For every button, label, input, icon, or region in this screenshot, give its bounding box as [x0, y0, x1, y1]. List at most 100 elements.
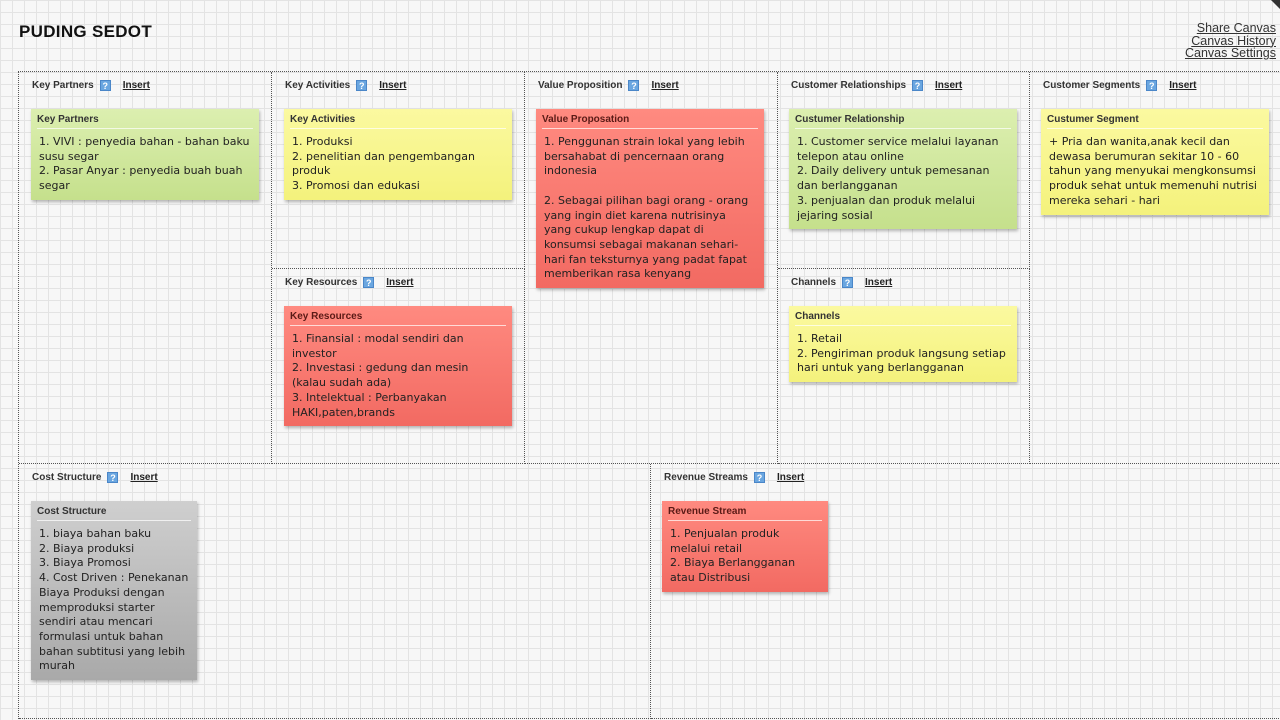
help-icon[interactable]: ? [842, 277, 854, 288]
note-title: Key Partners [37, 114, 253, 129]
note-line: 2. Pasar Anyar : penyedia buah buah sega… [39, 164, 243, 193]
note-line: 2. Pengiriman produk langsung setiap har… [797, 346, 1006, 375]
canvas-history-link[interactable]: Canvas History [1191, 33, 1276, 48]
note-body: 1. biaya bahan baku 2. Biaya produksi 3.… [37, 527, 191, 674]
note-line: 2. penelitian dan pengembangan produk [292, 149, 475, 178]
business-model-canvas: Key Partners ? Insert Key Partners 1. VI… [18, 71, 1280, 719]
note-line: 1. Finansial : modal sendiri dan investo… [292, 332, 464, 360]
section-customer-segments: Customer Segments ? Insert Custumer Segm… [1030, 72, 1280, 464]
sticky-note-key-partners[interactable]: Key Partners 1. VIVI : penyedia bahan - … [31, 109, 259, 200]
insert-button[interactable]: Insert [651, 80, 679, 91]
section-label: Cost Structure [32, 472, 102, 483]
sticky-note-customer-segments[interactable]: Custumer Segment + Pria dan wanita,anak … [1041, 109, 1269, 215]
note-line: 1. VIVI : penyedia bahan - bahan baku su… [39, 135, 250, 163]
section-header: Channels ? Insert [791, 277, 892, 288]
sticky-note-cost-structure[interactable]: Cost Structure 1. biaya bahan baku 2. Bi… [31, 501, 197, 681]
note-title: Custumer Relationship [795, 114, 1011, 129]
section-label: Value Proposition [538, 80, 623, 91]
help-icon[interactable]: ? [628, 80, 640, 91]
note-title: Key Resources [290, 311, 506, 326]
section-cost-structure: Cost Structure ? Insert Cost Structure 1… [19, 464, 651, 719]
help-icon[interactable]: ? [99, 80, 111, 91]
help-icon[interactable]: ? [363, 277, 375, 288]
note-line: 1. Penggunan strain lokal yang lebih ber… [544, 135, 745, 178]
section-header: Key Partners ? Insert [32, 80, 150, 91]
section-label: Channels [791, 277, 837, 288]
note-line: 1. Customer service melalui layanan tele… [797, 135, 999, 163]
section-label: Key Partners [32, 80, 94, 91]
note-title: Revenue Stream [668, 506, 822, 521]
note-line: 2. Investasi : gedung dan mesin (kalau s… [292, 361, 469, 390]
note-line: 2. Sebagai pilihan bagi orang - orang ya… [544, 193, 749, 281]
note-title: Cost Structure [37, 506, 191, 521]
insert-button[interactable]: Insert [386, 277, 414, 288]
sticky-note-revenue-streams[interactable]: Revenue Stream 1. Penjualan produk melal… [662, 501, 828, 592]
note-line: 1. Produksi [292, 135, 353, 148]
sticky-note-key-activities[interactable]: Key Activities 1. Produksi 2. penelitian… [284, 109, 512, 200]
sticky-note-key-resources[interactable]: Key Resources 1. Finansial : modal sendi… [284, 306, 512, 427]
section-label: Customer Relationships [791, 80, 907, 91]
note-line: 1. biaya bahan baku [39, 527, 152, 540]
note-title: Value Proposation [542, 114, 758, 129]
section-label: Customer Segments [1043, 80, 1141, 91]
section-label: Key Resources [285, 277, 358, 288]
note-line: 2. Biaya produksi [39, 541, 135, 555]
note-title: Channels [795, 311, 1011, 326]
note-body: 1. VIVI : penyedia bahan - bahan baku su… [37, 135, 253, 194]
canvas-links: Share Canvas Canvas History Canvas Setti… [1185, 22, 1276, 60]
section-key-activities: Key Activities ? Insert Key Activities 1… [272, 72, 525, 269]
section-label: Key Activities [285, 80, 351, 91]
insert-button[interactable]: Insert [130, 472, 158, 483]
note-body: 1. Penjualan produk melalui retail 2. Bi… [668, 527, 822, 586]
help-icon[interactable]: ? [912, 80, 924, 91]
insert-button[interactable]: Insert [935, 80, 963, 91]
page-title: PUDING SEDOT [19, 22, 153, 41]
note-line: 2. Daily delivery untuk pemesanan dan be… [797, 164, 990, 193]
sticky-note-value-proposition[interactable]: Value Proposation 1. Penggunan strain lo… [536, 109, 764, 289]
note-line: 1. Penjualan produk melalui retail [670, 527, 780, 555]
section-header: Key Resources ? Insert [285, 277, 414, 288]
share-canvas-link[interactable]: Share Canvas [1196, 21, 1276, 35]
note-line: 2. Biaya Berlangganan atau Distribusi [670, 556, 796, 585]
section-value-proposition: Value Proposition ? Insert Value Proposa… [525, 72, 778, 464]
section-header: Customer Relationships ? Insert [791, 80, 962, 91]
help-icon[interactable]: ? [356, 80, 368, 91]
note-line: 3. penjualan dan produk melalui jejaring… [797, 193, 976, 222]
note-body: 1. Retail 2. Pengiriman produk langsung … [795, 332, 1011, 376]
corner-fold-icon [1271, 0, 1280, 9]
section-header: Customer Segments ? Insert [1043, 80, 1196, 91]
note-title: Custumer Segment [1047, 114, 1263, 129]
insert-button[interactable]: Insert [865, 277, 893, 288]
section-header: Value Proposition ? Insert [538, 80, 679, 91]
section-header: Key Activities ? Insert [285, 80, 406, 91]
canvas-settings-link[interactable]: Canvas Settings [1184, 46, 1276, 61]
note-body: 1. Finansial : modal sendiri dan investo… [290, 332, 506, 420]
section-customer-relationships: Customer Relationships ? Insert Custumer… [778, 72, 1030, 269]
insert-button[interactable]: Insert [122, 80, 150, 91]
help-icon[interactable]: ? [107, 472, 119, 483]
note-line: 3. Promosi dan edukasi [292, 179, 420, 193]
note-line: 4. Cost Driven : Penekanan Biaya Produks… [39, 571, 189, 673]
section-label: Revenue Streams [664, 472, 748, 483]
help-icon[interactable]: ? [753, 472, 765, 483]
help-icon[interactable]: ? [1146, 80, 1158, 91]
section-header: Cost Structure ? Insert [32, 472, 158, 483]
note-body: 1. Customer service melalui layanan tele… [795, 135, 1011, 223]
sticky-note-customer-relationships[interactable]: Custumer Relationship 1. Customer servic… [789, 109, 1017, 230]
note-body: 1. Produksi 2. penelitian dan pengembang… [290, 135, 506, 194]
note-spacer [544, 179, 756, 194]
note-line: 1. Retail [797, 332, 843, 345]
note-title: Key Activities [290, 114, 506, 129]
note-line: 3. Biaya Promosi [39, 556, 131, 570]
section-key-partners: Key Partners ? Insert Key Partners 1. VI… [19, 72, 272, 464]
note-body: + Pria dan wanita,anak kecil dan dewasa … [1047, 135, 1263, 209]
insert-button[interactable]: Insert [1169, 80, 1197, 91]
section-key-resources: Key Resources ? Insert Key Resources 1. … [272, 269, 525, 464]
insert-button[interactable]: Insert [776, 472, 805, 483]
section-header: Revenue Streams ? Insert [664, 472, 804, 483]
section-revenue-streams: Revenue Streams ? Insert Revenue Stream … [651, 464, 1280, 719]
note-body: 1. Penggunan strain lokal yang lebih ber… [542, 135, 758, 282]
sticky-note-channels[interactable]: Channels 1. Retail 2. Pengiriman produk … [789, 306, 1017, 383]
insert-button[interactable]: Insert [379, 80, 407, 91]
note-line: 3. Intelektual : Perbanyakan HAKI,paten,… [292, 390, 447, 419]
